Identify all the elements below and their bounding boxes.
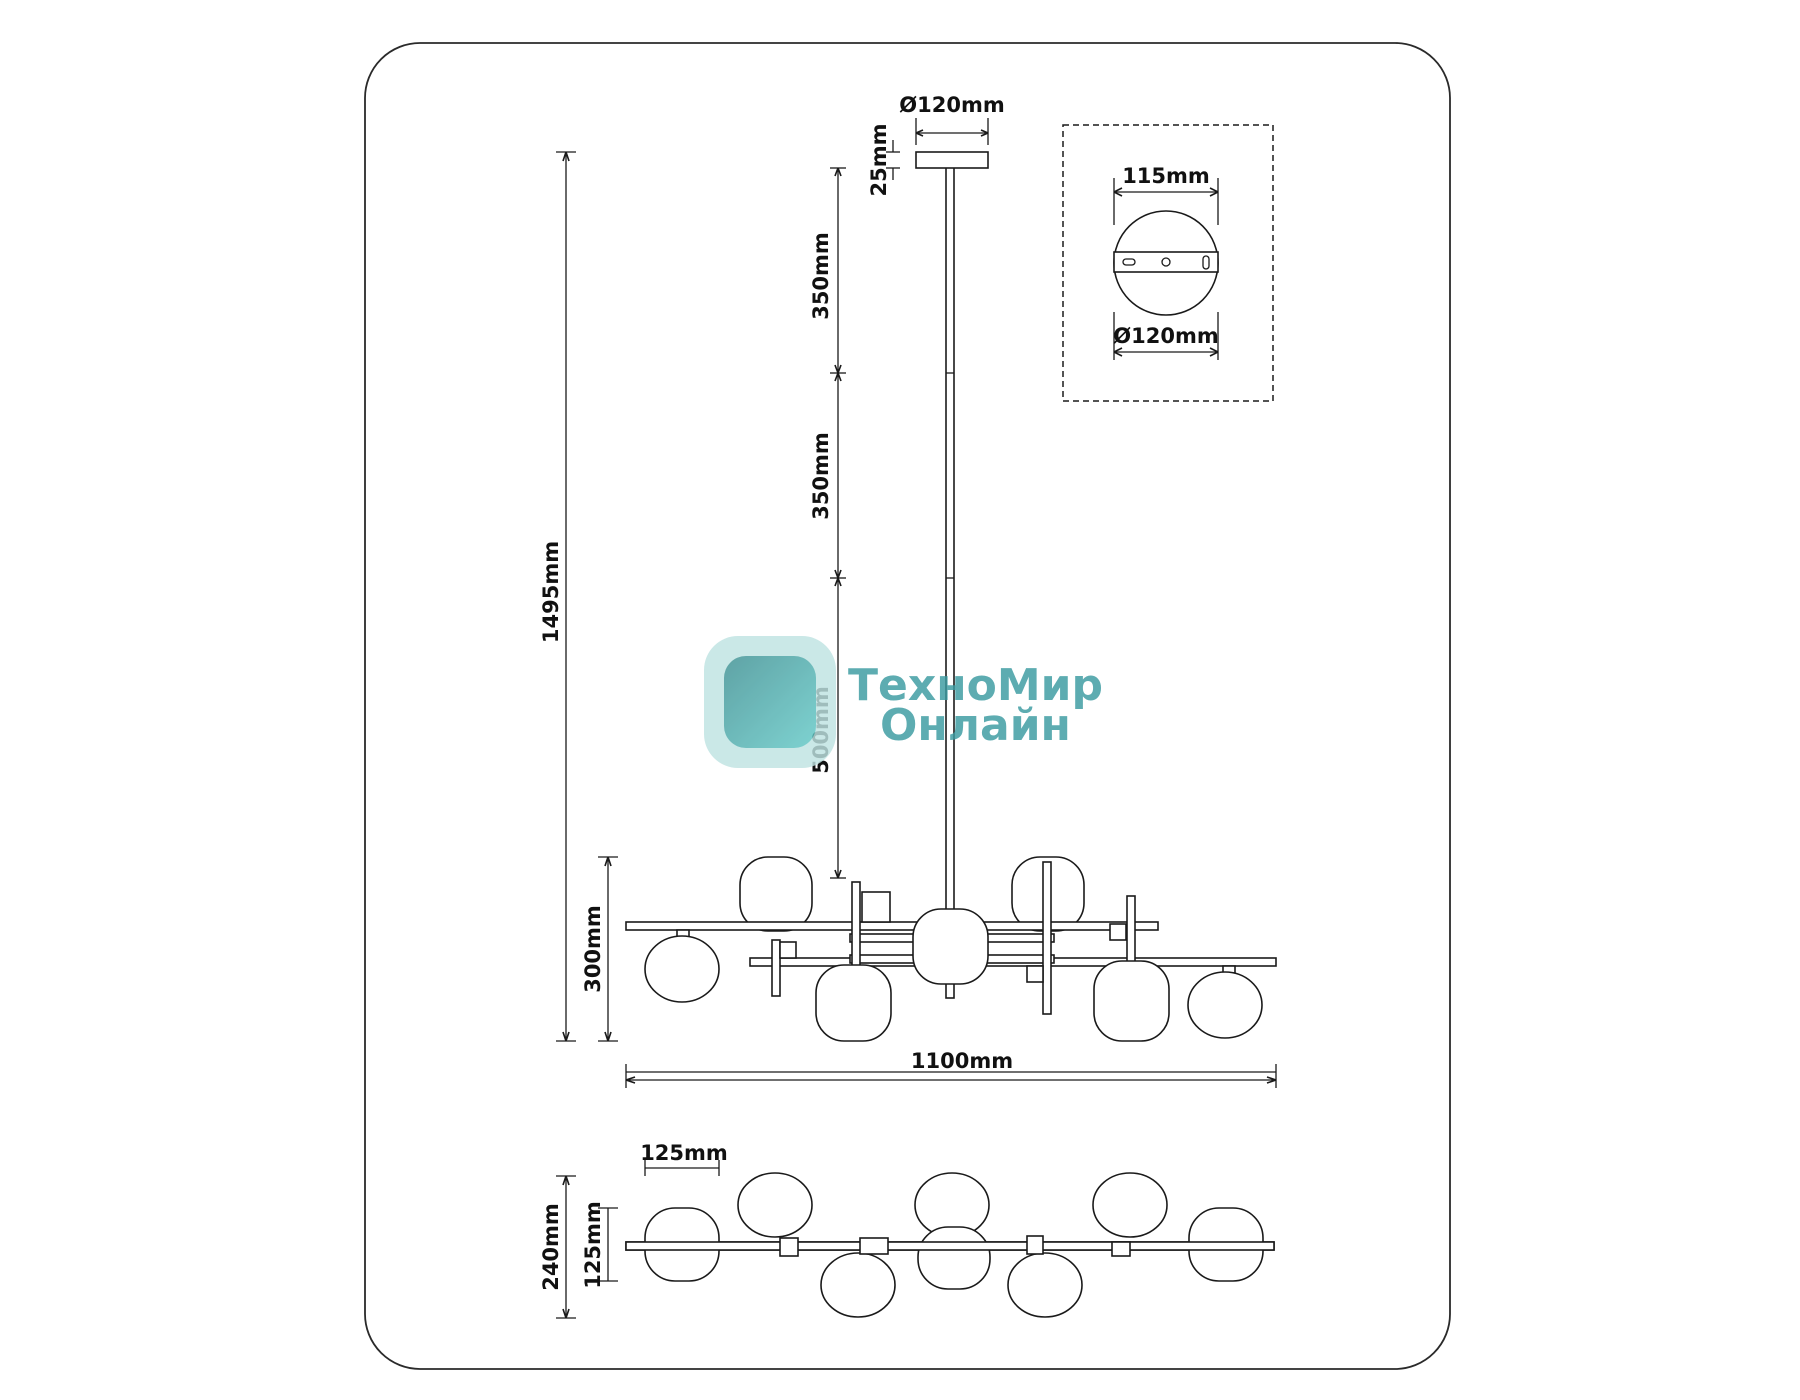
top-view bbox=[625, 1172, 1275, 1318]
shade bbox=[912, 908, 989, 985]
connector-block bbox=[779, 941, 797, 959]
screw-hole bbox=[1161, 257, 1171, 267]
dim-rod-segment-2: 350mm bbox=[809, 432, 833, 520]
shade bbox=[644, 935, 720, 1003]
shade bbox=[815, 964, 892, 1042]
dim-canopy-diameter: Ø120mm bbox=[899, 93, 1004, 117]
connector-block bbox=[1026, 1235, 1044, 1255]
dim-detail-width: 115mm bbox=[1122, 164, 1210, 188]
watermark-logo-inner bbox=[724, 656, 816, 748]
shade bbox=[1007, 1252, 1083, 1318]
dim-top-depth: 240mm bbox=[539, 1203, 563, 1291]
dim-canopy-height: 25mm bbox=[867, 124, 891, 197]
watermark-line2: Онлайн bbox=[880, 700, 1071, 751]
drawing-frame bbox=[364, 42, 1451, 1370]
watermark-line1: ТехноМир bbox=[848, 660, 1103, 711]
front-view bbox=[625, 151, 1277, 1042]
connector-block bbox=[1026, 965, 1044, 983]
connector-block bbox=[861, 891, 891, 923]
shade bbox=[739, 856, 813, 932]
dim-top-width: 125mm bbox=[640, 1141, 728, 1165]
shade bbox=[917, 1226, 991, 1290]
detail-frame bbox=[1062, 124, 1274, 402]
connector-block bbox=[1111, 1241, 1131, 1257]
dim-top-inner-depth: 125mm bbox=[581, 1201, 605, 1289]
dim-total-width: 1100mm bbox=[911, 1049, 1013, 1073]
shade bbox=[1093, 960, 1170, 1042]
connector-block bbox=[1109, 923, 1127, 941]
slot-hole bbox=[1122, 258, 1136, 266]
connector-block bbox=[859, 1237, 889, 1255]
dim-detail-diameter: Ø120mm bbox=[1113, 324, 1218, 348]
shade bbox=[1092, 1172, 1168, 1238]
connector-block bbox=[779, 1237, 799, 1257]
mounting-bracket bbox=[1113, 251, 1219, 273]
dim-body-height: 300mm bbox=[581, 905, 605, 993]
shade bbox=[820, 1252, 896, 1318]
slot-hole bbox=[1202, 255, 1210, 270]
canopy-detail: 115mm Ø120mm bbox=[1062, 124, 1274, 402]
dim-total-height: 1495mm bbox=[539, 541, 563, 643]
frame-bar bbox=[625, 1241, 1275, 1251]
frame-bar bbox=[771, 939, 781, 997]
dim-rod-segment-1: 350mm bbox=[809, 232, 833, 320]
canopy bbox=[915, 151, 989, 169]
frame-bar bbox=[1042, 861, 1052, 1015]
suspension-rod bbox=[945, 168, 955, 935]
frame-bar bbox=[625, 921, 1159, 931]
shade bbox=[737, 1172, 813, 1238]
shade bbox=[1187, 971, 1263, 1039]
watermark: ТехноМир Онлайн bbox=[704, 636, 1103, 768]
